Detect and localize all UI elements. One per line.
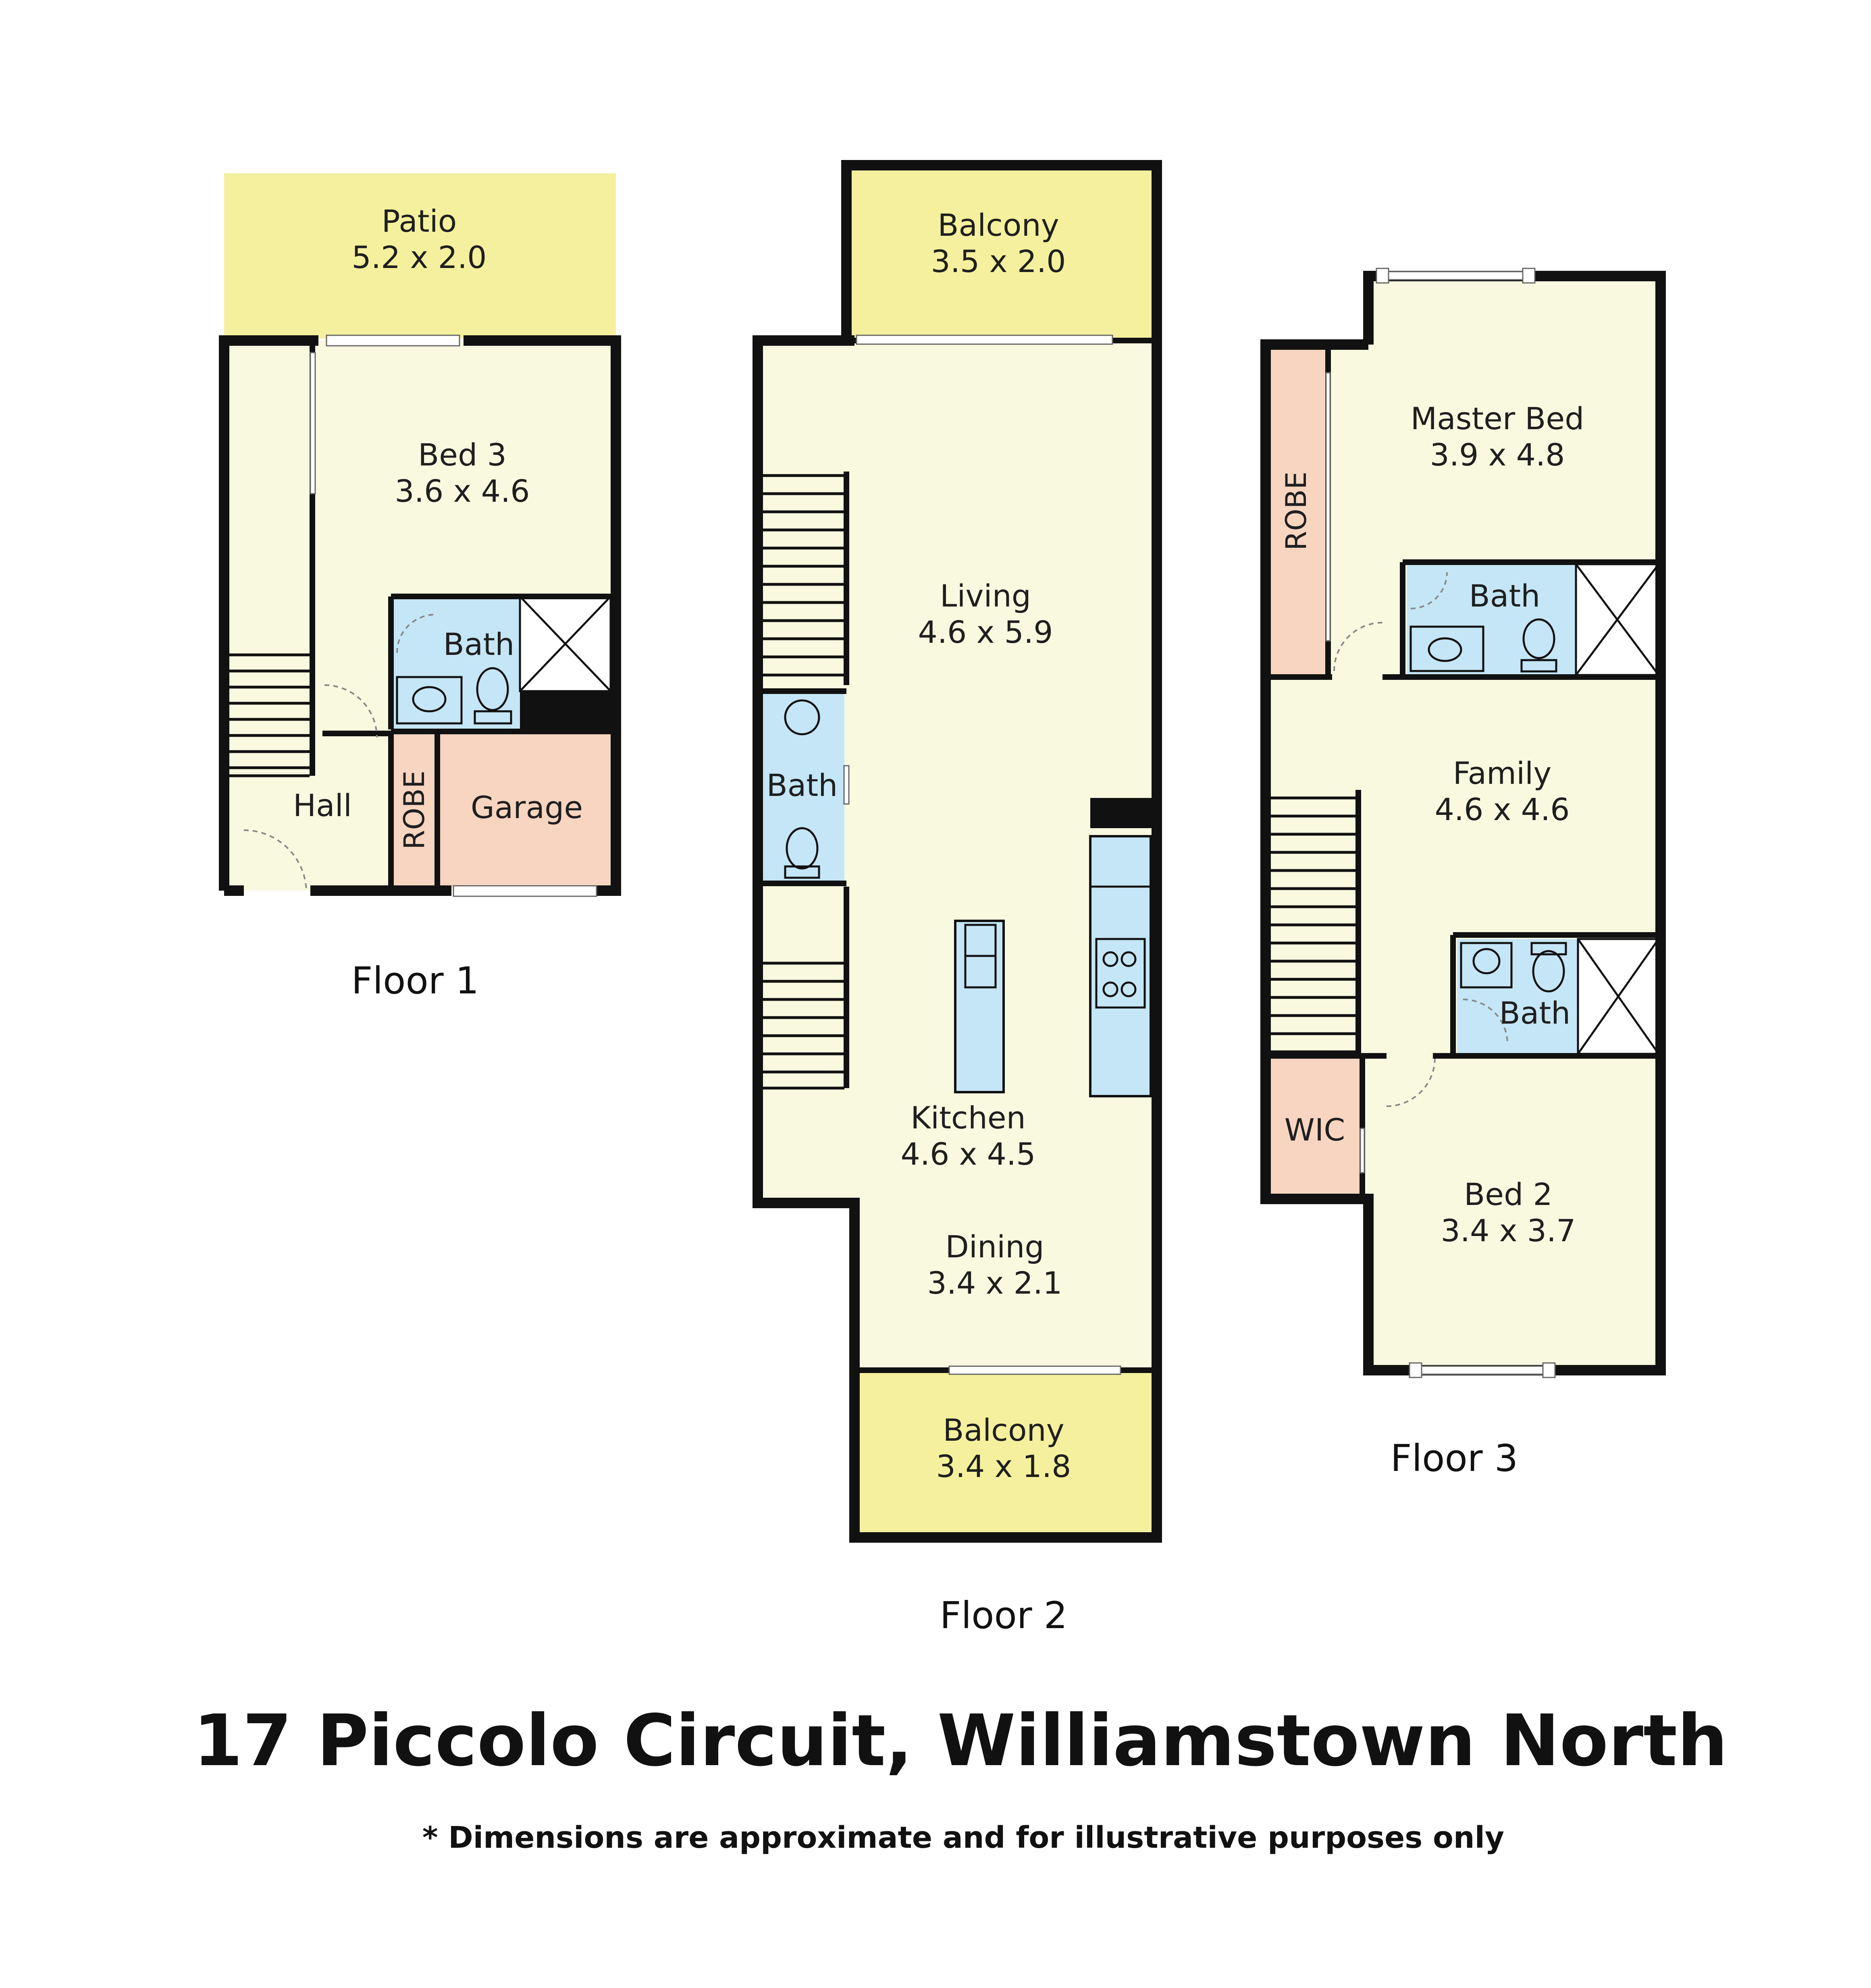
room-label-bed-2: Bed 2 xyxy=(1464,1176,1553,1212)
toilet-icon xyxy=(1522,618,1555,659)
room-label-bath-floor-3: Bath xyxy=(1499,995,1571,1031)
floor-1-duct xyxy=(520,691,611,731)
kitchen-bench xyxy=(1089,835,1152,1097)
toilet-cistern-icon xyxy=(474,710,512,725)
floor-2-bath-area xyxy=(762,691,844,881)
sink-icon xyxy=(1472,948,1501,974)
floor-3-ensuite-vanity xyxy=(1409,625,1484,672)
toilet-cistern-icon xyxy=(784,865,820,879)
room-size-living: 4.6 x 5.9 xyxy=(918,614,1053,650)
floor-2-title: Floor 2 xyxy=(940,1594,1068,1637)
room-size-kitchen: 4.6 x 4.5 xyxy=(900,1136,1035,1172)
room-label-ensuite: Bath xyxy=(1469,578,1540,614)
balcony-bottom-area xyxy=(854,1370,1157,1537)
floor-2-stairs-upper xyxy=(762,474,844,677)
floor-2-fridge-recess xyxy=(1090,798,1157,828)
room-size-bed-2: 3.4 x 3.7 xyxy=(1441,1213,1576,1248)
floor-3-title: Floor 3 xyxy=(1391,1437,1518,1480)
room-size-family: 4.6 x 4.6 xyxy=(1434,791,1570,827)
balcony-top-area xyxy=(846,165,1157,341)
sink-icon xyxy=(412,686,447,713)
floor-1-stairs xyxy=(229,653,310,777)
toilet-cistern-icon xyxy=(1520,659,1557,673)
sink-icon xyxy=(784,699,820,735)
floor-2-interior xyxy=(758,341,1157,1370)
floor-3-plan: Master Bed 3.9 x 4.8 ROBE Bath Family 4.… xyxy=(1260,268,1666,1480)
floor-2-plan: Balcony 3.5 x 2.0 Living 4.6 x 5.9 Bath … xyxy=(753,160,1162,1637)
room-label-bath-floor-2: Bath xyxy=(767,767,838,803)
room-label-master-bed: Master Bed xyxy=(1411,401,1584,436)
room-size-master-bed: 3.9 x 4.8 xyxy=(1430,437,1565,473)
room-label-robe-floor-3: ROBE xyxy=(1280,472,1313,550)
toilet-cistern-icon xyxy=(1530,942,1567,956)
toilet-icon xyxy=(786,827,819,870)
room-label-kitchen: Kitchen xyxy=(911,1100,1026,1136)
patio-area xyxy=(224,173,616,339)
room-label-bath-floor-1: Bath xyxy=(443,626,515,662)
floor-1-title: Floor 1 xyxy=(351,959,479,1002)
toilet-icon xyxy=(476,667,509,711)
room-size-balcony-top: 3.5 x 2.0 xyxy=(931,243,1066,279)
floor-3-bath-vanity xyxy=(1460,942,1513,989)
room-label-family: Family xyxy=(1453,755,1552,791)
floor-3-robe-area xyxy=(1270,349,1328,677)
floor-3-bath-area xyxy=(1457,939,1578,1054)
sink-icon xyxy=(1428,637,1462,662)
toilet-icon xyxy=(1532,950,1565,993)
floor-1-bath-vanity xyxy=(396,676,463,725)
room-label-balcony-bottom: Balcony xyxy=(943,1412,1064,1448)
room-size-balcony-bottom: 3.4 x 1.8 xyxy=(936,1448,1071,1484)
room-label-balcony-top: Balcony xyxy=(938,207,1059,243)
dimensions-disclaimer: * Dimensions are approximate and for ill… xyxy=(422,1820,1504,1855)
floor-3-stairs xyxy=(1270,796,1358,1053)
room-label-patio: Patio xyxy=(382,203,457,239)
floor-1-outer-wall xyxy=(219,335,621,896)
cooktop-icon xyxy=(1095,938,1146,1009)
room-label-living: Living xyxy=(940,578,1031,614)
floor-3-ensuite-area xyxy=(1407,564,1576,675)
room-label-robe-floor-1: ROBE xyxy=(398,771,431,850)
floor-1-robe-area xyxy=(391,731,437,887)
floor-1-garage-area xyxy=(437,731,611,887)
floor-2-stairs-lower xyxy=(762,962,844,1090)
room-size-bed-3: 3.6 x 4.6 xyxy=(395,473,530,509)
room-size-patio: 5.2 x 2.0 xyxy=(351,239,486,275)
room-label-wic: WIC xyxy=(1285,1112,1345,1148)
room-label-dining: Dining xyxy=(945,1229,1044,1265)
room-label-bed-3: Bed 3 xyxy=(418,437,507,473)
floor-1-plan: Patio 5.2 x 2.0 Bed 3 3.6 x 4.6 Bath Hal… xyxy=(219,173,621,1002)
room-size-dining: 3.4 x 2.1 xyxy=(927,1265,1062,1301)
room-label-hall: Hall xyxy=(293,787,352,823)
floor-3-wic-area xyxy=(1270,1058,1362,1197)
room-label-garage: Garage xyxy=(471,789,583,825)
property-address: 17 Piccolo Circuit, Williamstown North xyxy=(193,1699,1728,1782)
